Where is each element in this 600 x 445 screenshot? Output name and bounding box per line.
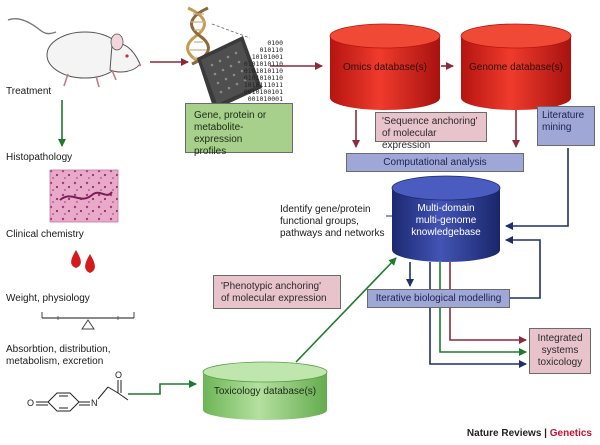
- knowledgebase-line-2: multi-genome: [415, 215, 477, 226]
- phenotypic-anchoring-line-2: of molecular expression: [221, 293, 327, 304]
- integrated-toxicology-line-2: systems: [541, 345, 579, 356]
- treatment-label: Treatment: [6, 86, 52, 97]
- integrated-toxicology-line-1: Integrated: [537, 333, 583, 344]
- balance-scale: [41, 312, 135, 330]
- clinical-chemistry-label: Clinical chemistry: [6, 229, 84, 240]
- knowledgebase-cylinder: [391, 175, 501, 262]
- binary-line: 1010111011: [243, 81, 283, 89]
- histopathology-slide: [49, 169, 119, 223]
- rat-illustration: [7, 18, 142, 88]
- identify-groups-text: Identify gene/protein functional groups,…: [280, 204, 385, 240]
- binary-line: 0101010110: [243, 74, 283, 82]
- histopathology-label: Histopathology: [6, 152, 73, 163]
- integrated-toxicology-box: Integrated systems toxicology: [529, 328, 591, 374]
- binary-code: 0100 010110 10101001 0101010110 01010101…: [233, 40, 283, 110]
- adme-label: Absorbtion, distribution, metabolism, ex…: [6, 344, 111, 368]
- adme-line-2: metabolism, excretion: [6, 356, 104, 367]
- atom-o-left: O: [27, 398, 35, 408]
- journal-name: Nature Reviews: [466, 428, 542, 439]
- omics-database-cylinder: [329, 23, 441, 110]
- identify-line-2: functional groups,: [280, 216, 359, 227]
- integrated-toxicology-line-3: toxicology: [537, 357, 583, 368]
- binary-line: 0100: [267, 39, 283, 47]
- binary-line: 10101001: [251, 53, 283, 61]
- knowledgebase-label: Multi-domain multi-genome knowledgebase: [392, 203, 500, 239]
- journal-section: Genetics: [549, 428, 592, 439]
- phenotypic-anchoring-line-1: 'Phenotypic anchoring': [221, 281, 321, 292]
- literature-mining-line-1: Literature: [542, 110, 585, 121]
- blood-drops: [71, 250, 95, 273]
- credit-separator: |: [541, 428, 550, 439]
- toxicology-database-label: Toxicology database(s): [213, 386, 317, 397]
- computational-analysis-box: Computational analysis: [346, 153, 524, 172]
- knowledgebase-line-3: knowledgebase: [411, 227, 481, 238]
- identify-line-1: Identify gene/protein: [280, 204, 371, 215]
- dark-red-arrows: [150, 58, 527, 344]
- sequence-anchoring-box: 'Sequence anchoring' of molecular expres…: [375, 112, 487, 151]
- binary-line: 0101010110: [243, 60, 283, 68]
- genome-database-label: Genome database(s): [469, 62, 563, 73]
- toxicology-database-cylinder: [202, 361, 328, 420]
- binary-line: 0010100101: [243, 88, 283, 96]
- identify-line-3: pathways and networks: [280, 228, 385, 239]
- omics-database-label: Omics database(s): [343, 62, 427, 73]
- expression-profiles-line-2: metabolite-expression: [194, 122, 244, 145]
- binary-line: 010110: [259, 46, 283, 54]
- literature-mining-box: Literature mining: [537, 106, 595, 146]
- atom-n: N: [91, 398, 98, 408]
- microarray-chip: [197, 36, 262, 110]
- journal-credit: Nature Reviews | Genetics: [467, 428, 592, 439]
- expression-profiles-line-3: profiles: [194, 146, 227, 157]
- expression-profiles-box: Gene, protein or metabolite-expression p…: [185, 103, 293, 157]
- sequence-anchoring-line-2: of molecular expression: [382, 128, 437, 151]
- binary-line: 0101010110: [243, 67, 283, 75]
- sequence-anchoring-line-1: 'Sequence anchoring': [382, 116, 478, 127]
- phenotypic-anchoring-box: 'Phenotypic anchoring' of molecular expr…: [213, 275, 341, 309]
- literature-mining-line-2: mining: [542, 122, 572, 133]
- iterative-modelling-box: Iterative biological modelling: [367, 289, 510, 308]
- adme-line-1: Absorbtion, distribution,: [6, 344, 111, 355]
- expression-profiles-line-1: Gene, protein or: [194, 110, 267, 121]
- chemical-structure: [36, 380, 129, 412]
- binary-line: 001010001: [247, 95, 283, 103]
- knowledgebase-line-1: Multi-domain: [417, 203, 475, 214]
- genome-database-cylinder: [460, 23, 572, 110]
- weight-physiology-label: Weight, physiology: [6, 293, 90, 304]
- atom-o-top: O: [115, 370, 123, 380]
